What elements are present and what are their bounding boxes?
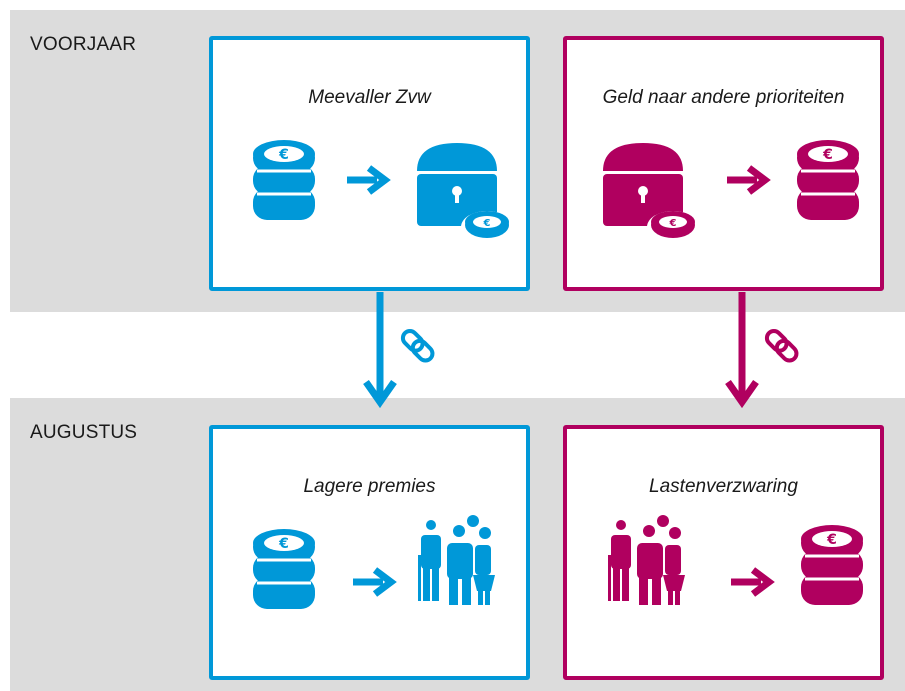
people-group-icon [418,515,495,605]
box-lastenverzwaring: Lastenverzwaring [563,425,884,680]
treasure-chest-icon: € [417,143,513,243]
coin-stack-icon: € [797,140,859,220]
people-group-icon [608,515,685,605]
svg-text:€: € [278,536,289,552]
box-geld-naar-andere-prioriteiten: Geld naar andere prioriteiten € [563,36,884,291]
box-title: Lagere premies [303,476,436,497]
link-icon [400,329,435,363]
svg-text:€: € [278,147,289,163]
arrow-right-icon [731,567,775,597]
svg-text:€: € [669,218,677,229]
connector-blue [363,292,435,409]
box-title: Geld naar andere prioriteiten [602,87,845,108]
arrow-right-icon [353,567,397,597]
link-icon [764,329,799,363]
svg-text:€: € [483,218,491,229]
row-label-augustus: AUGUSTUS [30,422,138,443]
row-label-voorjaar: VOORJAAR [30,34,137,55]
box-meevaller-zvw: Meevaller Zvw € € [209,36,530,291]
arrow-right-icon [727,165,771,195]
coin-stack-icon: € [253,140,315,220]
treasure-chest-icon: € [603,143,699,243]
box-lagere-premies: Lagere premies € [209,425,530,680]
svg-text:€: € [826,532,837,548]
down-arrow-icon [725,292,759,409]
down-arrow-icon [363,292,397,409]
box-title: Meevaller Zvw [308,87,431,108]
arrow-right-icon [347,165,391,195]
box-title: Lastenverzwaring [649,476,798,497]
coin-stack-icon: € [801,525,863,605]
svg-text:€: € [822,147,833,163]
coin-stack-icon: € [253,529,315,609]
connector-magenta [725,292,799,409]
